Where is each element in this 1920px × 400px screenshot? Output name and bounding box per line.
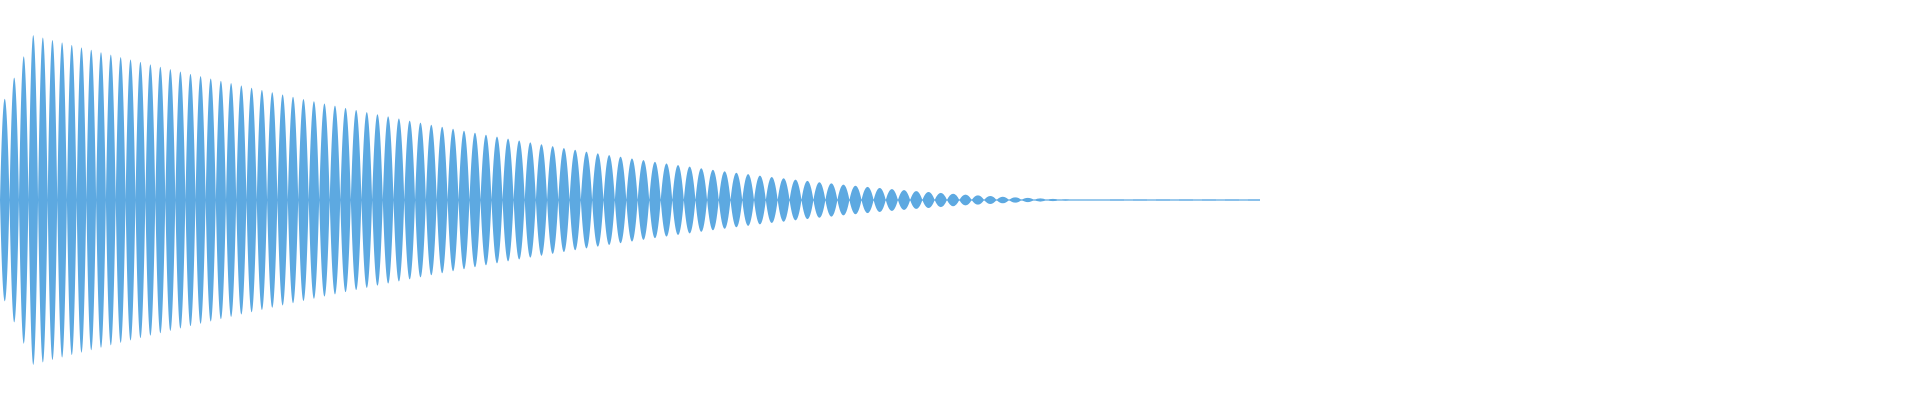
waveform-signal <box>0 35 1110 365</box>
